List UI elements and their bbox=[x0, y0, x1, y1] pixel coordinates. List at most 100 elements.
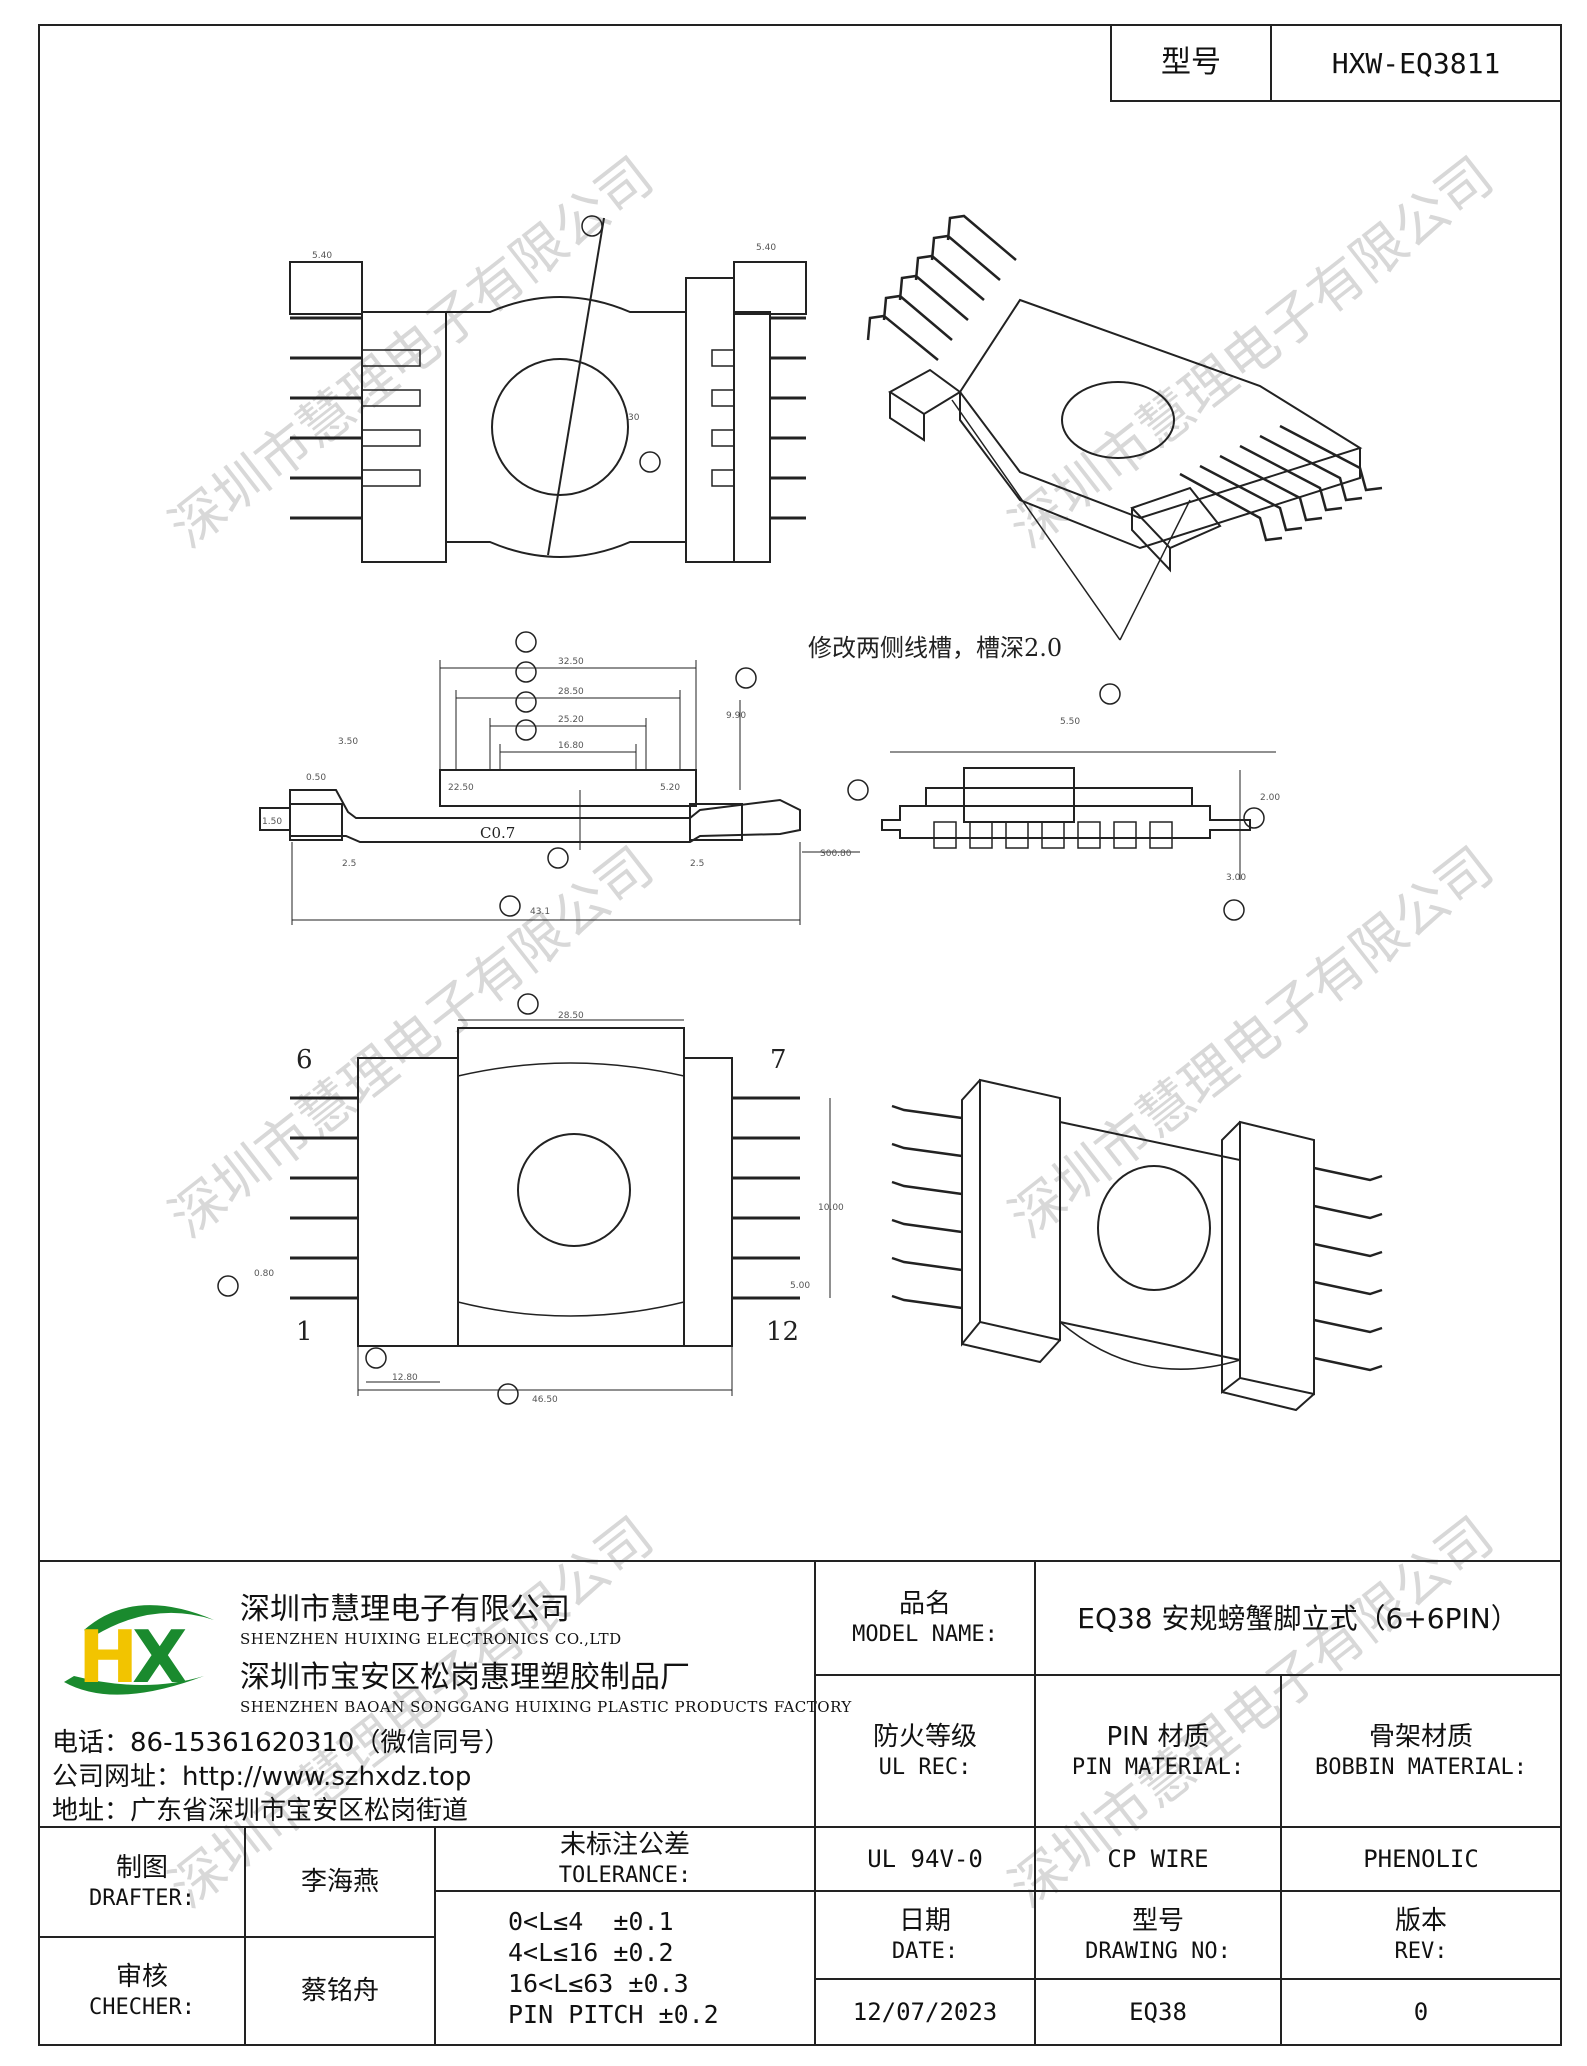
drawing-no-label-cell: 型号 DRAWING NO: bbox=[1034, 1890, 1282, 1980]
tolerance-label-cell: 未标注公差 TOLERANCE: bbox=[434, 1826, 816, 1892]
dim-label: 10.00 bbox=[818, 1203, 844, 1213]
svg-text:H: H bbox=[78, 1615, 138, 1699]
dim-label: 43.1 bbox=[530, 907, 550, 917]
company-logo: H X bbox=[54, 1590, 224, 1710]
dim-label: 3.00 bbox=[1226, 873, 1246, 883]
ul-rec-value: UL 94V-0 bbox=[867, 1845, 983, 1873]
factory-name-cn: 深圳市宝安区松岗惠理塑胶制品厂 bbox=[240, 1660, 690, 1695]
date-label-en: DATE: bbox=[891, 1938, 959, 1964]
dim-label: 3.50 bbox=[338, 737, 358, 747]
modification-note: 修改两侧线槽，槽深2.0 bbox=[808, 634, 1062, 662]
pin-material-value: CP WIRE bbox=[1107, 1845, 1209, 1873]
factory-name-en: SHENZHEN BAOAN SONGGANG HUIXING PLASTIC … bbox=[240, 1698, 852, 1716]
header-model-label: 型号 bbox=[1161, 45, 1221, 81]
dim-label: 2.5 bbox=[690, 859, 704, 869]
checker-label-cell: 审核 CHECHER: bbox=[38, 1936, 246, 2046]
pin-number-6: 6 bbox=[296, 1045, 313, 1075]
drawing-no-label-en: DRAWING NO: bbox=[1085, 1938, 1231, 1964]
model-name-label-cn: 品名 bbox=[898, 1589, 951, 1619]
bobbin-material-label-cell: 骨架材质 BOBBIN MATERIAL: bbox=[1280, 1674, 1562, 1828]
dim-label: 5.40 bbox=[312, 251, 332, 261]
tolerance-line: PIN PITCH ±0.2 bbox=[508, 2000, 719, 2030]
tolerance-label-cn: 未标注公差 bbox=[559, 1830, 690, 1860]
top-view-pins-right bbox=[770, 316, 806, 520]
top-view-pins-left bbox=[290, 316, 362, 520]
svg-text:X: X bbox=[132, 1615, 188, 1699]
model-name-value: EQ38 安规螃蟹脚立式（6+6PIN） bbox=[1077, 1601, 1519, 1635]
dim-label: 5.50 bbox=[1060, 717, 1080, 727]
pin-material-label-cn: PIN 材质 bbox=[1106, 1722, 1210, 1752]
drafter-label-cn: 制图 bbox=[115, 1853, 168, 1883]
dim-label: 2.00 bbox=[1260, 793, 1280, 803]
pin-number-12: 12 bbox=[766, 1317, 799, 1347]
dim-label: 5.40 bbox=[756, 243, 776, 253]
drawing-no-value: EQ38 bbox=[1129, 1998, 1187, 2026]
pin-material-label-en: PIN MATERIAL: bbox=[1071, 1754, 1245, 1780]
drafter-value: 李海燕 bbox=[300, 1866, 379, 1897]
dim-label: 5.20 bbox=[660, 783, 680, 793]
pin-material-label-cell: PIN 材质 PIN MATERIAL: bbox=[1034, 1674, 1282, 1828]
ul-rec-label-en: UL REC: bbox=[878, 1754, 972, 1780]
rev-value: 0 bbox=[1413, 1998, 1429, 2026]
ul-rec-value-cell: UL 94V-0 bbox=[814, 1826, 1036, 1892]
technical-drawing: 修改两侧线槽，槽深2.0 C0.7 6 7 1 12 5.40 5.40 32.… bbox=[217, 214, 1383, 1412]
dim-label: 25.20 bbox=[558, 715, 584, 725]
dim-label: 16.80 bbox=[558, 741, 584, 751]
bobbin-material-label-cn: 骨架材质 bbox=[1368, 1722, 1473, 1752]
side-view bbox=[259, 631, 860, 925]
tolerance-line: 4<L≤16 ±0.2 bbox=[508, 1937, 674, 1967]
ul-rec-label-cell: 防火等级 UL REC: bbox=[814, 1674, 1036, 1828]
dim-label: 28.50 bbox=[558, 687, 584, 697]
pin-material-value-cell: CP WIRE bbox=[1034, 1826, 1282, 1892]
bobbin-material-value-cell: PHENOLIC bbox=[1280, 1826, 1562, 1892]
model-name-label-en: MODEL NAME: bbox=[852, 1621, 998, 1647]
bottom-view bbox=[217, 993, 831, 1405]
tolerance-label-en: TOLERANCE: bbox=[558, 1862, 692, 1888]
top-view bbox=[289, 215, 807, 563]
company-phone: 电话：86-15361620310（微信同号） bbox=[52, 1728, 511, 1758]
rev-label-cell: 版本 REV: bbox=[1280, 1890, 1562, 1980]
checker-value-cell: 蔡铭舟 bbox=[244, 1936, 436, 2046]
company-address: 地址：广东省深圳市宝安区松岗街道 bbox=[52, 1796, 469, 1826]
header-model-label-cell: 型号 bbox=[1110, 24, 1272, 102]
rev-value-cell: 0 bbox=[1280, 1978, 1562, 2046]
checker-value: 蔡铭舟 bbox=[300, 1975, 379, 2006]
rev-label-en: REV: bbox=[1394, 1938, 1448, 1964]
model-name-label-cell: 品名 MODEL NAME: bbox=[814, 1560, 1036, 1676]
date-value-cell: 12/07/2023 bbox=[814, 1978, 1036, 2046]
drafter-label-cell: 制图 DRAFTER: bbox=[38, 1826, 246, 1938]
dim-label: 2.5 bbox=[342, 859, 356, 869]
date-label-cn: 日期 bbox=[898, 1906, 951, 1936]
checker-label-en: CHECHER: bbox=[89, 1994, 195, 2020]
header-model-value: HXW-EQ3811 bbox=[1331, 46, 1501, 80]
ul-rec-label-cn: 防火等级 bbox=[872, 1722, 977, 1752]
dim-label: 5.00 bbox=[790, 1281, 810, 1291]
dim-label: 9.90 bbox=[726, 711, 746, 721]
drawing-no-label-cn: 型号 bbox=[1131, 1906, 1184, 1936]
chamfer-label: C0.7 bbox=[480, 824, 515, 842]
dim-label: 12.80 bbox=[392, 1373, 418, 1383]
dim-label: 22.50 bbox=[448, 783, 474, 793]
hx-logo-icon: H X bbox=[64, 1605, 214, 1699]
dim-label: 46.50 bbox=[532, 1395, 558, 1405]
isometric-view-top bbox=[866, 214, 1383, 641]
company-name-en: SHENZHEN HUIXING ELECTRONICS CO.,LTD bbox=[240, 1630, 622, 1648]
dim-label: 0.50 bbox=[306, 773, 326, 783]
pin-number-7: 7 bbox=[770, 1045, 787, 1075]
date-label-cell: 日期 DATE: bbox=[814, 1890, 1036, 1980]
tolerance-table-cell: 0<L≤4 ±0.1 4<L≤16 ±0.2 16<L≤63 ±0.3 PIN … bbox=[434, 1890, 816, 2046]
model-name-value-cell: EQ38 安规螃蟹脚立式（6+6PIN） bbox=[1034, 1560, 1562, 1676]
drawing-no-value-cell: EQ38 bbox=[1034, 1978, 1282, 2046]
date-value: 12/07/2023 bbox=[852, 1998, 998, 2026]
dim-label: 0.80 bbox=[254, 1269, 274, 1279]
dim-label: 1.50 bbox=[262, 817, 282, 827]
isometric-view-bottom bbox=[891, 1078, 1383, 1412]
bobbin-material-label-en: BOBBIN MATERIAL: bbox=[1315, 1754, 1527, 1780]
bobbin-material-value: PHENOLIC bbox=[1363, 1845, 1479, 1873]
rev-label-cn: 版本 bbox=[1394, 1906, 1447, 1936]
checker-label-cn: 审核 bbox=[115, 1962, 168, 1992]
pin-number-1: 1 bbox=[296, 1317, 313, 1347]
dim-label: 32.50 bbox=[558, 657, 584, 667]
drafter-value-cell: 李海燕 bbox=[244, 1826, 436, 1938]
company-name-cn: 深圳市慧理电子有限公司 bbox=[240, 1592, 570, 1627]
